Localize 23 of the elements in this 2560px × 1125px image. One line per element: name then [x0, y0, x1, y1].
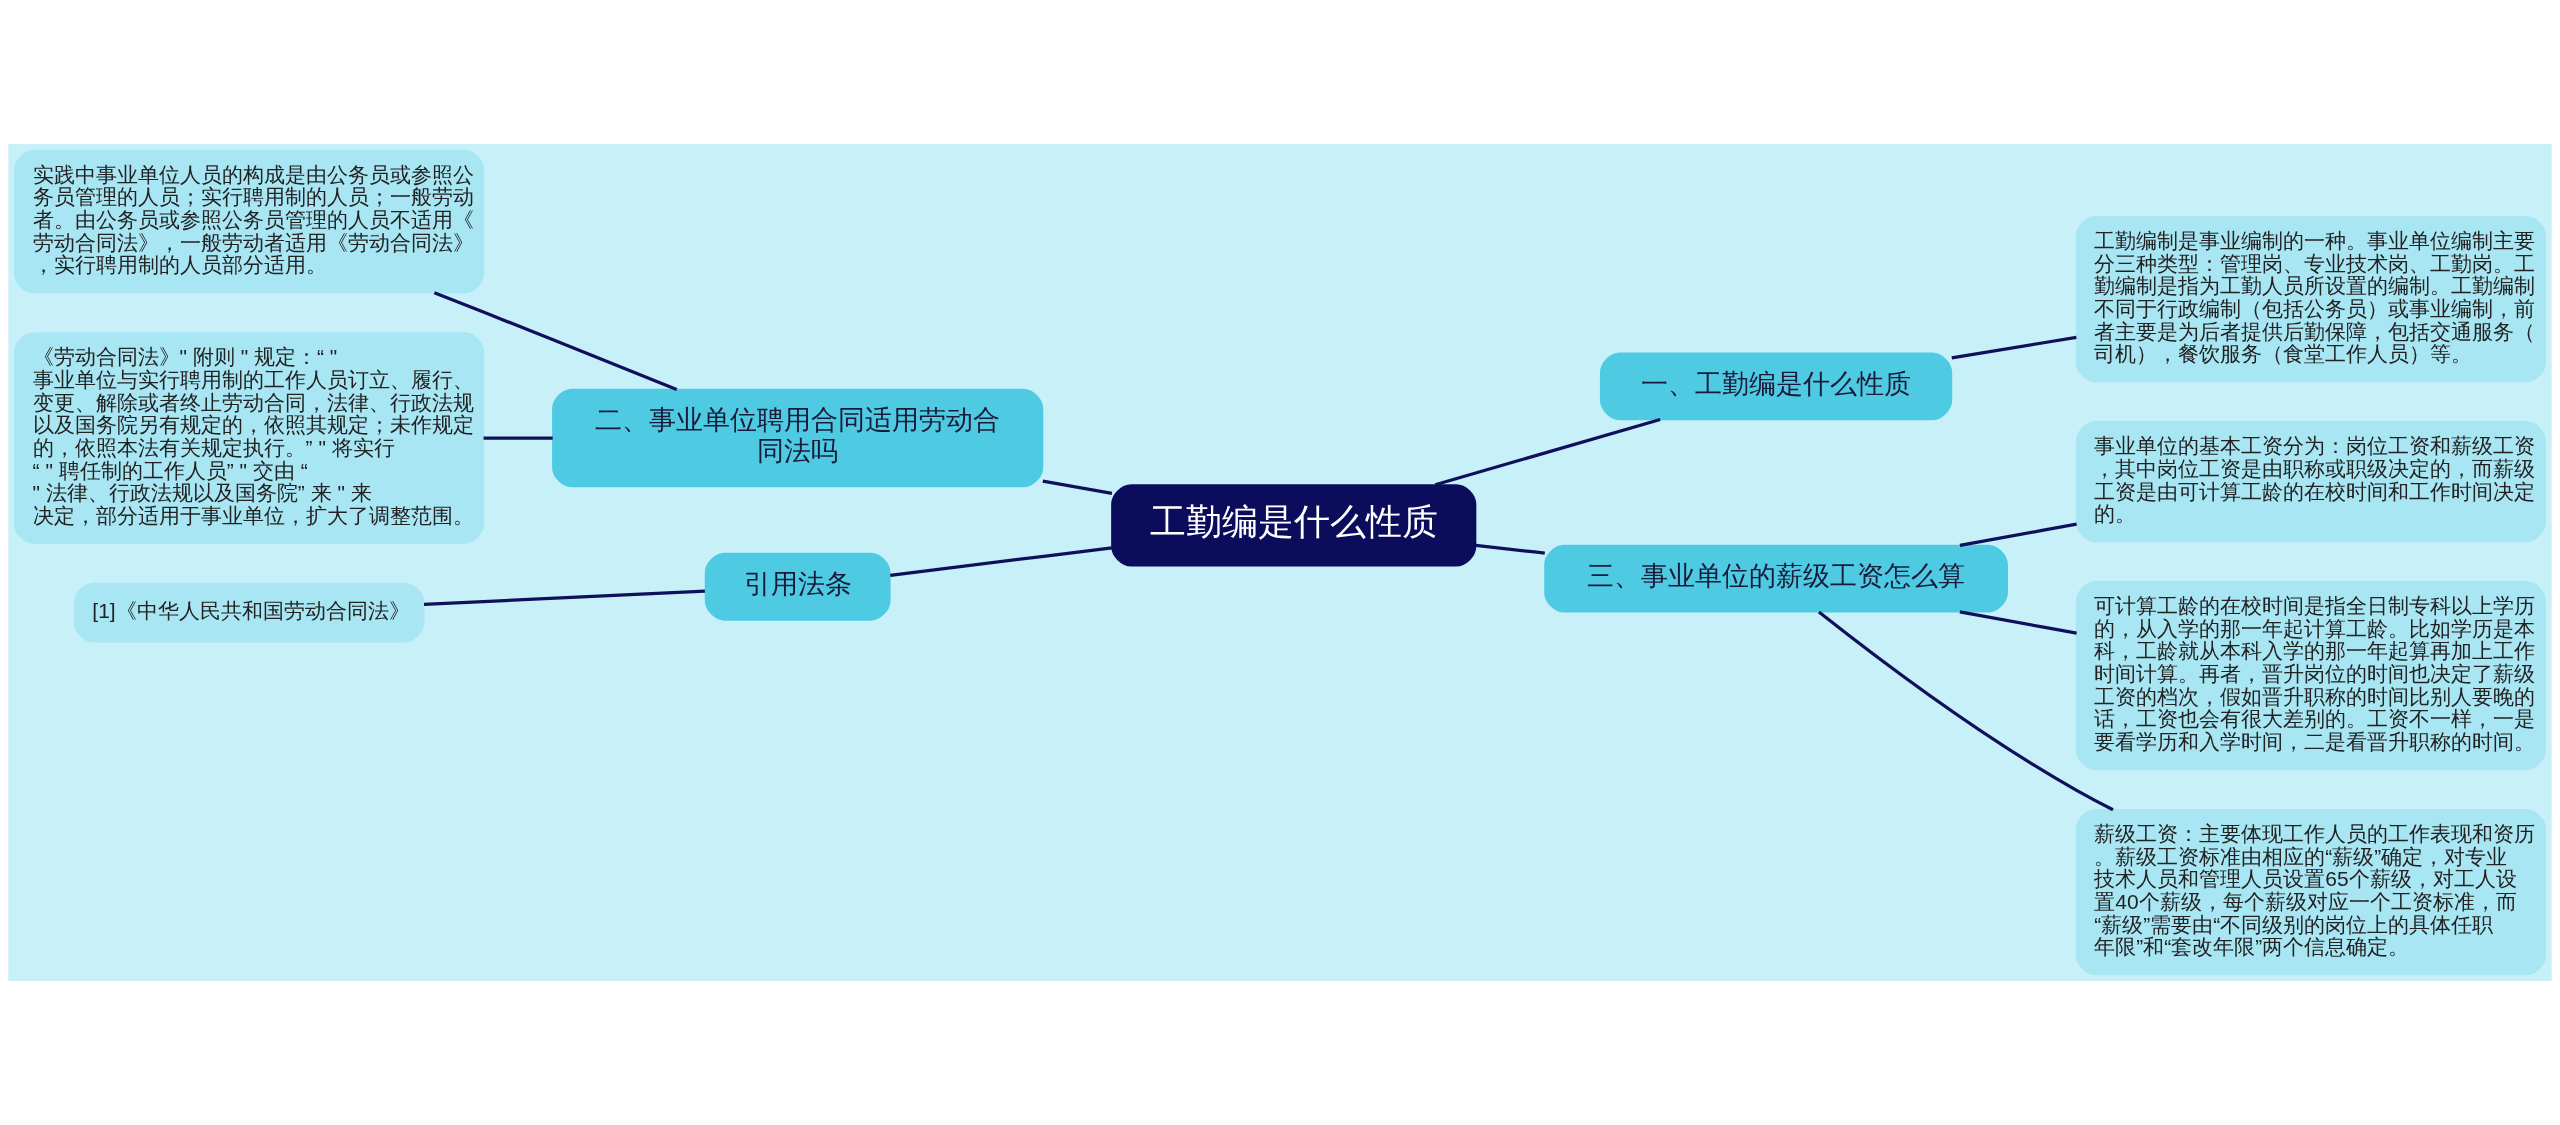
- connector: [1959, 522, 2077, 548]
- node-box: 二、事业单位聘用合同适用劳动合同法吗: [552, 388, 1044, 488]
- connector: [423, 589, 705, 606]
- node-box: 事业单位的基本工资分为：岗位工资和薪级工资，其中岗位工资是由职称或职级决定的，而薪级工资是由可计算工龄的在校时间和工作时间决定的。: [2075, 421, 2546, 543]
- connector: [890, 546, 1113, 577]
- connector: [1959, 610, 2077, 635]
- connector: [1042, 479, 1113, 496]
- node-box: 一、工勤编是什么性质: [1599, 352, 1953, 421]
- connector: [1951, 335, 2077, 360]
- connector: [1817, 610, 2114, 812]
- connector: [1475, 543, 1545, 555]
- connector: [483, 436, 553, 440]
- node-box: 三、事业单位的薪级工资怎么算: [1544, 544, 2008, 613]
- node-box: 可计算工龄的在校时间是指全日制专科以上学历的，从入学的那一年起计算工龄。比如学历是本科，工龄就从本科入学的那一年起算再加上工作时间计算。再者，晋升岗位的时间也决定了薪级工资的档次，假如晋升职称的时间比别人要晚的话，工资也会有很大差别的。工资不一样，一是要看学历和入学时间，二是看晋升职称的时间。: [2075, 581, 2546, 771]
- node-box: [1]《中华人民共和国劳动合同法》: [73, 582, 425, 643]
- node-box: 薪级工资：主要体现工作人员的工作表现和资历。薪级工资标准由相应的“薪级”确定，对专业技术人员和管理人员设置65个薪级，对工人设置40个薪级，每个薪级对应一个工资标准，而“薪级”需要由“不同级别的岗位上的具体任职年限”和“套改年限”两个信息确定。: [2075, 808, 2546, 976]
- node-box: 实践中事业单位人员的构成是由公务员或参照公务员管理的人员；实行聘用制的人员；一般劳动者。由公务员或参照公务员管理的人员不适用《劳动合同法》，一般劳动者适用《劳动合同法》，实行聘用制的人员部分适用。: [14, 149, 485, 294]
- node-box: 工勤编制是事业编制的一种。事业单位编制主要分三种类型：管理岗、专业技术岗、工勤岗。工勤编制是指为工勤人员所设置的编制。工勤编制不同于行政编制（包括公务员）或事业编制，前者主要是为后者提供后勤保障，包括交通服务（司机），餐饮服务（食堂工作人员）等。: [2075, 215, 2546, 383]
- node-box: 《劳动合同法》" 附则 " 规定：“ " 事业单位与实行聘用制的工作人员订立、履行、变更、解除或者终止劳动合同，法律、行政法规以及国务院另有规定的，依照其规定；未作规定的，依照本法有关规定执行。” " 将实行 “ " 聘任制的工作人员” " 交由 “ " 法律、行政法规以及国务院” 来 " 来决定，部分适用于事业单位，扩大了调整范围。: [14, 332, 485, 544]
- node-box: 引用法条: [704, 552, 891, 621]
- connector: [433, 291, 678, 392]
- connector: [1434, 417, 1661, 487]
- node-box: 工勤编是什么性质: [1111, 484, 1477, 567]
